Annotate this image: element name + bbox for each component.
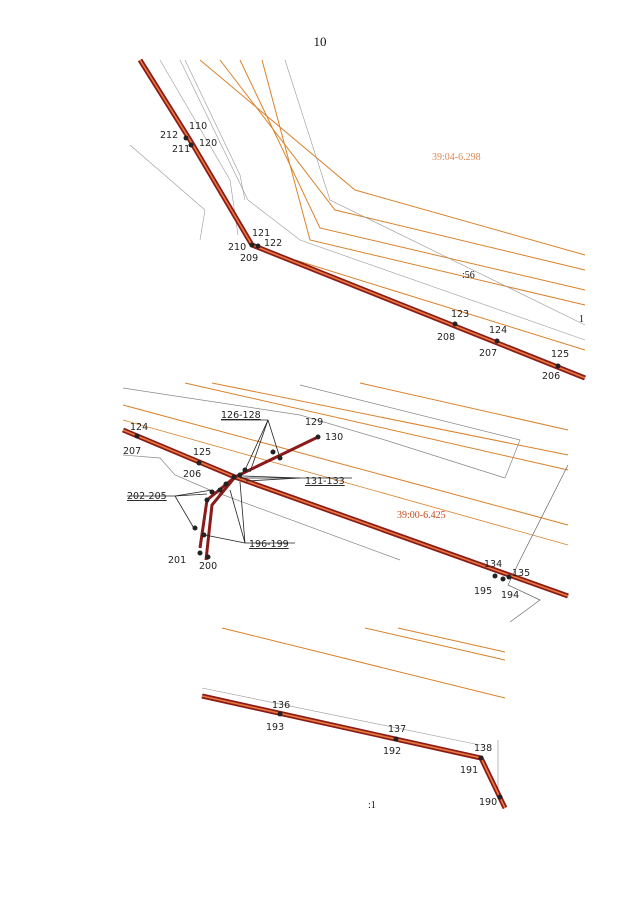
point-label: 210 <box>228 242 246 253</box>
point-label: 137 <box>388 724 406 735</box>
point-label: 125 <box>193 447 211 458</box>
fragment-2-points <box>134 433 512 582</box>
point-label: 122 <box>264 238 282 249</box>
plot-number: 1 <box>579 314 584 325</box>
point-label: 138 <box>474 743 492 754</box>
point-label: 194 <box>501 590 519 601</box>
cadastral-quarter-label: 39:00-6.425 <box>397 510 446 521</box>
fragment-1: 212 110 211 120 121 122 210 209 123 208 … <box>129 58 586 382</box>
point-label: 195 <box>474 586 492 597</box>
point-label: 207 <box>123 446 141 457</box>
point-label: 200 <box>199 561 217 572</box>
cadastral-quarter-label: 39:04-6.298 <box>432 152 481 163</box>
fragment-3-boundaries <box>201 627 506 790</box>
point-label: 206 <box>183 469 201 480</box>
point-label: 124 <box>130 422 148 433</box>
point-label: 192 <box>383 746 401 757</box>
plot-number: :56 <box>462 270 475 281</box>
point-label: 211 <box>172 144 190 155</box>
point-label: 134 <box>484 559 502 570</box>
point-label: 110 <box>189 121 207 132</box>
point-label: 121 <box>252 228 270 239</box>
point-label: 191 <box>460 765 478 776</box>
point-label: 120 <box>199 138 217 149</box>
fragment-3-points <box>277 711 503 800</box>
fragment-1-cable <box>137 58 586 381</box>
point-label: 206 <box>542 371 560 382</box>
point-label: 124 <box>489 325 507 336</box>
fragment-3-cable <box>201 693 508 810</box>
page-number: 10 <box>313 34 327 49</box>
point-group-label: 131-133 <box>305 476 345 487</box>
fragment-3: 136 193 137 192 138 191 190 :1 <box>201 627 508 811</box>
fragment-2: 124 207 125 206 129 130 201 200 134 135 … <box>122 382 569 623</box>
point-label: 123 <box>451 309 469 320</box>
point-label: 135 <box>512 568 530 579</box>
point-label: 129 <box>305 417 323 428</box>
point-label: 201 <box>168 555 186 566</box>
point-label: 130 <box>325 432 343 443</box>
fragment-1-boundaries <box>129 59 586 351</box>
fragment-2-leaders <box>127 419 352 544</box>
point-label: 190 <box>479 797 497 808</box>
point-label: 209 <box>240 253 258 264</box>
point-group-label: 196-199 <box>249 539 289 550</box>
fragment-2-boundaries <box>122 382 569 623</box>
point-group-label: 126-128 <box>221 410 261 421</box>
point-group-label: 202-205 <box>127 491 167 502</box>
plot-number: :1 <box>368 800 376 811</box>
point-label: 125 <box>551 349 569 360</box>
point-label: 212 <box>160 130 178 141</box>
point-label: 207 <box>479 348 497 359</box>
point-label: 208 <box>437 332 455 343</box>
fragment-1-points <box>183 135 561 369</box>
point-label: 193 <box>266 722 284 733</box>
point-label: 136 <box>272 700 290 711</box>
